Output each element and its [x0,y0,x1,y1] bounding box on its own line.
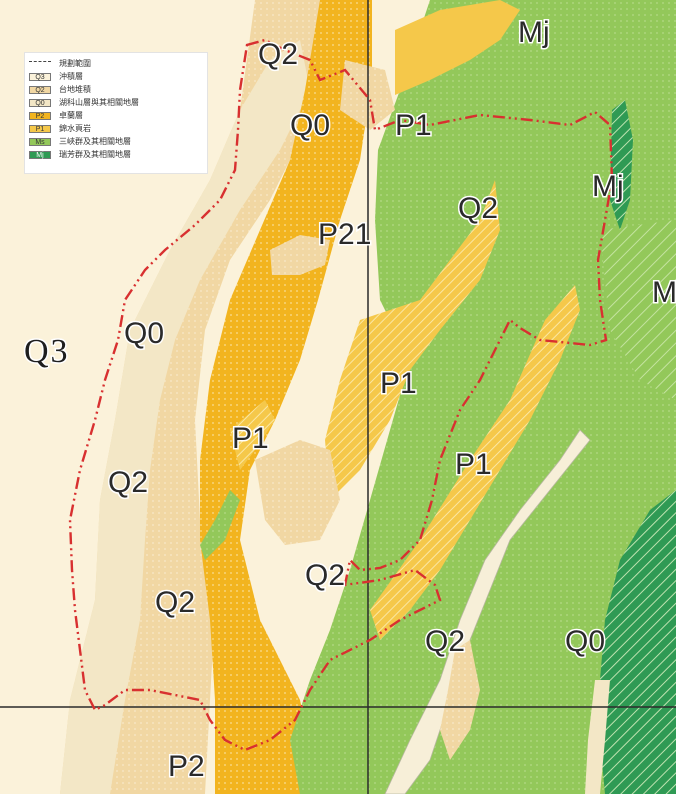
label-q0-left: Q0 [124,317,164,350]
legend-swatch-p1: P1 [29,124,51,133]
label-q2-left: Q2 [108,466,148,499]
label-q2-center: Q2 [305,559,345,592]
legend-item-boundary: 規劃範圍 [29,57,203,70]
unit-p1-east-strip [370,285,580,640]
label-q2-top: Q2 [258,38,298,71]
unit-p1-north-strip [395,0,520,95]
legend-swatch-p2: P2 [29,111,51,120]
unit-q2-patch-center [255,440,340,545]
unit-q0-ribbon [384,429,591,794]
label-q2-lower: Q2 [155,586,195,619]
legend-text: 瑞芳群及其相關地層 [59,150,131,159]
label-q2-right: Q2 [458,192,498,225]
legend-item-ms: Ms 三峽群及其相關地層 [29,135,203,148]
label-q0-top: Q0 [290,109,330,142]
label-p1-left: P1 [232,422,269,455]
label-mj-right: Mj [592,170,624,203]
legend-item-p2: P2 卓蘭層 [29,109,203,122]
unit-q2-ribbon-south [440,640,480,760]
legend-swatch-boundary [29,60,51,67]
unit-q2-patch-p21 [270,235,330,275]
unit-p1-small-strip [230,400,275,470]
unit-mj-southeast-area [600,490,676,794]
legend-item-mj: Mj 瑞芳群及其相關地層 [29,148,203,161]
unit-ms-hatched-area [600,220,676,400]
label-p1-mid: P1 [455,448,492,481]
legend-item-q3: Q3 沖積層 [29,70,203,83]
unit-q0-sliver-south [585,680,610,794]
legend-text: 三峽群及其相關地層 [59,137,131,146]
legend-text: 規劃範圍 [59,59,91,68]
label-q3: Q3 [24,333,70,370]
label-p2-bottom: P2 [168,750,205,783]
legend-item-p1: P1 錦水頁岩 [29,122,203,135]
legend-swatch-mj: Mj [29,150,51,159]
legend-swatch-q0: Q0 [29,98,51,107]
label-mj-top: Mj [518,16,550,49]
label-p1-center: P1 [380,367,417,400]
unit-ms-sliver-west [200,490,240,560]
legend-swatch-q2: Q2 [29,85,51,94]
legend-text: 台地堆積 [59,85,91,94]
map-legend: 規劃範圍 Q3 沖積層 Q2 台地堆積 Q0 湖科山層與其相關地層 P2 卓蘭層… [24,52,208,174]
label-p21: P21 [318,218,371,251]
planning-boundary-line [68,38,614,752]
legend-item-q2: Q2 台地堆積 [29,83,203,96]
legend-item-q0: Q0 湖科山層與其相關地層 [29,96,203,109]
label-q2-bottom: Q2 [425,625,465,658]
label-m-edge: M [652,276,676,309]
legend-text: 卓蘭層 [59,111,83,120]
unit-q0-west-area [60,40,310,794]
label-q0-bottom: Q0 [565,625,605,658]
legend-swatch-q3: Q3 [29,72,51,81]
unit-mj-northeast-sliver [610,100,633,230]
legend-swatch-ms: Ms [29,137,51,146]
legend-text: 沖積層 [59,72,83,81]
legend-text: 湖科山層與其相關地層 [59,98,139,107]
legend-text: 錦水頁岩 [59,124,91,133]
unit-p2-area [200,0,372,794]
label-p1-top: P1 [395,109,432,142]
